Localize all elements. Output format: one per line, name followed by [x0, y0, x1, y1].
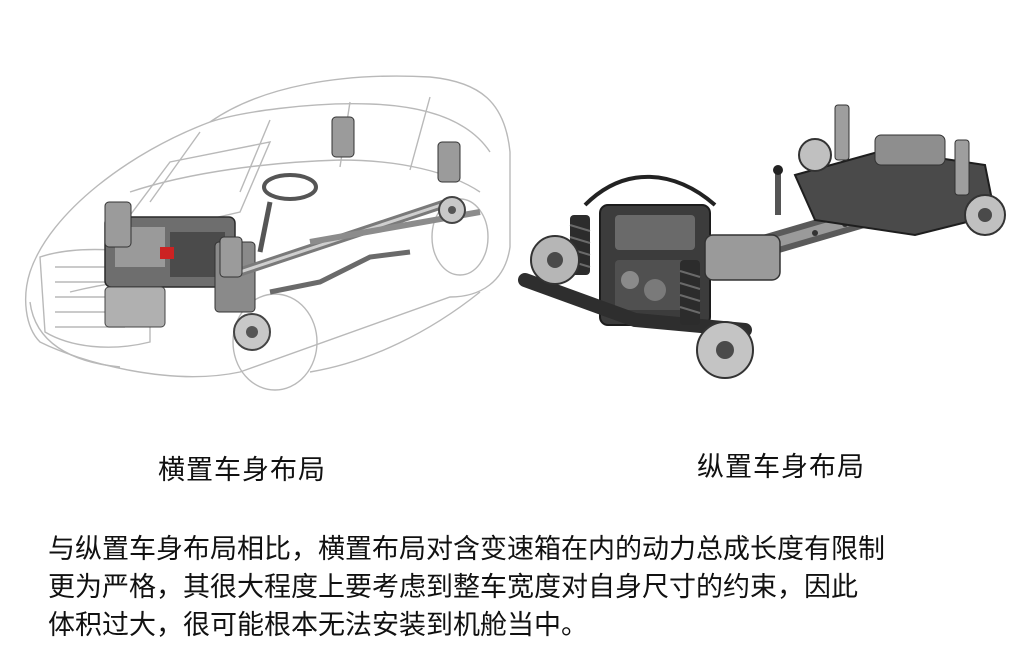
chassis-drawing	[518, 104, 1006, 379]
paragraph-line-1: 与纵置车身布局相比，横置布局对含变速箱在内的动力总成长度有限制	[48, 534, 885, 565]
transverse-layout-caption: 横置车身布局	[158, 455, 326, 486]
explanation-paragraph: 与纵置车身布局相比，横置布局对含变速箱在内的动力总成长度有限制 更为严格，其很大…	[48, 531, 1008, 645]
longitudinal-layout-illustration	[515, 95, 1015, 395]
car-sketch-drawing	[25, 75, 511, 391]
paragraph-line-3: 体积过大，很可能根本无法安装到机舱当中。	[48, 610, 588, 641]
transverse-layout-illustration	[10, 42, 515, 392]
car-body-outline	[25, 75, 511, 391]
chassis-components	[518, 104, 1006, 379]
paragraph-line-2: 更为严格，其很大程度上要考虑到整车宽度对自身尺寸的约束，因此	[48, 572, 858, 603]
longitudinal-layout-caption: 纵置车身布局	[697, 452, 865, 483]
drivetrain-components	[104, 116, 481, 351]
